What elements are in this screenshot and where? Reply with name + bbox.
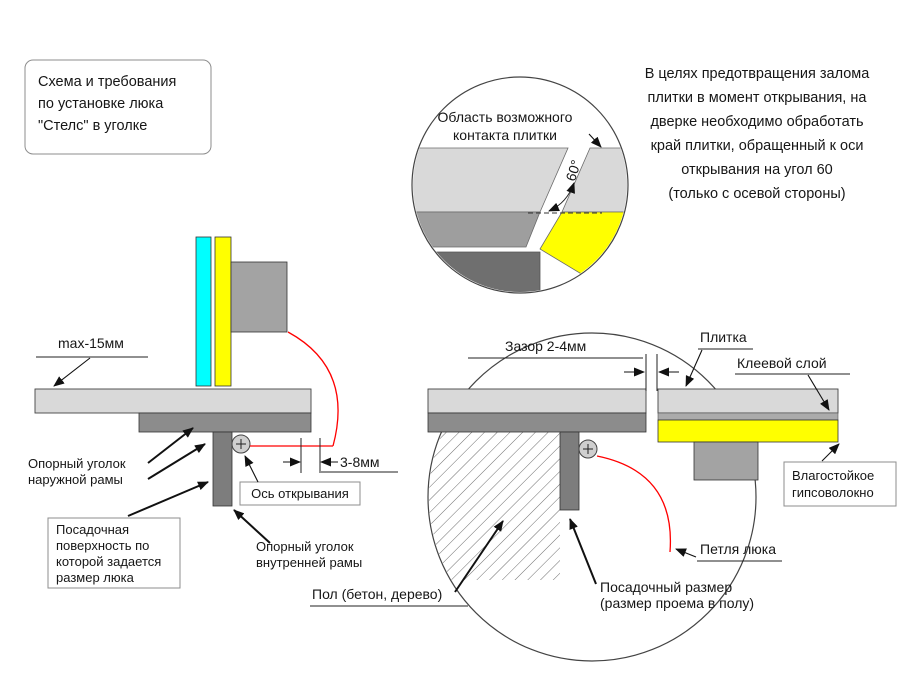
label-floor: Пол (бетон, дерево) — [312, 586, 442, 602]
label-seat-size: (размер проема в полу) — [600, 595, 754, 611]
swing-arc — [596, 455, 672, 553]
seat-surface-line: которой задается — [56, 554, 161, 569]
title-line: по установке люка — [38, 96, 164, 112]
title-box-frame — [24, 59, 212, 155]
angle-label: 60° — [562, 158, 584, 183]
gvl-line: Влагостойкое — [792, 468, 874, 483]
seat-surface-line: поверхность по — [56, 538, 149, 553]
label-max-gap: max-15мм — [58, 335, 124, 351]
label-gap: Зазор 2-4мм — [505, 338, 586, 354]
seat-surface-line: размер люка — [56, 570, 135, 585]
detail-glue-layer — [413, 211, 541, 248]
leader-arrow — [821, 443, 840, 462]
leader-arrow — [569, 518, 597, 585]
seat-surface-frame — [47, 517, 181, 589]
note-line: дверке необходимо обработать — [650, 114, 863, 130]
leader-arrow — [454, 520, 504, 593]
door-tile-layer — [657, 388, 839, 414]
leader-arrow — [685, 349, 703, 387]
axis-box-frame — [239, 481, 361, 506]
leader-arrow — [675, 548, 697, 558]
title-box: Схема и требования по установке люка "Ст… — [24, 59, 212, 155]
gvl-layer — [657, 419, 839, 443]
floor-tile-slab — [34, 388, 312, 414]
gvl-line: гипсоволокно — [792, 485, 874, 500]
detail-tile-left — [413, 147, 569, 213]
fixed-tile-slab — [427, 388, 647, 414]
leader-arrow — [244, 455, 259, 483]
label-inner-corner: Опорный уголок — [256, 539, 354, 554]
detail-frame-block — [413, 251, 541, 292]
door-frame-block — [230, 261, 288, 333]
title-line: "Стелс" в уголке — [38, 118, 147, 134]
label-tile: Плитка — [700, 329, 747, 345]
title-line: Схема и требования — [38, 74, 176, 90]
label-axis: Ось открывания — [251, 486, 349, 501]
note-line: В целях предотвращения залома — [645, 66, 871, 82]
leader-arrow — [147, 443, 206, 480]
leader-arrow — [127, 481, 209, 517]
door-gvl-strip — [214, 236, 232, 387]
detail-label: Область возможного — [438, 109, 573, 125]
leader-arrow — [53, 357, 91, 387]
outer-frame-band — [138, 412, 312, 433]
label-outer-corner: Опорный уголок — [28, 456, 126, 471]
angle-arc — [548, 182, 575, 212]
door-frame-block — [693, 441, 759, 481]
gvl-box-frame — [783, 461, 897, 507]
label-inner-corner: внутренней рамы — [256, 555, 362, 570]
leader-arrow — [588, 133, 602, 148]
fixed-frame-band — [427, 412, 647, 433]
label-glue: Клеевой слой — [737, 355, 827, 371]
right-diagram: Зазор 2-4мм Плитка Клеевой слой Влагосто… — [310, 329, 897, 662]
label-dim-3-8: 3-8мм — [340, 454, 379, 470]
note-line: край плитки, обращенный к оси — [651, 138, 864, 154]
note-line: открывания на угол 60 — [681, 162, 833, 178]
gvl-box: Влагостойкое гипсоволокно — [783, 461, 897, 507]
note-line: плитки в момент открывания, на — [648, 90, 868, 106]
seat-surface-box: Посадочная поверхность по которой задает… — [47, 517, 181, 589]
fixed-frame-post — [559, 431, 580, 511]
leader-arrow — [807, 374, 830, 411]
concrete-floor-hatch — [429, 432, 560, 580]
leader-arrow — [147, 427, 194, 464]
swing-arc — [287, 331, 339, 447]
seat-surface-line: Посадочная — [56, 522, 129, 537]
note-text: В целях предотвращения залома плитки в м… — [645, 66, 871, 202]
door-tile-strip — [195, 236, 212, 387]
inner-frame-post — [212, 431, 233, 507]
axis-box: Ось открывания — [239, 481, 361, 506]
label-outer-corner: наружной рамы — [28, 472, 123, 487]
glue-layer — [657, 412, 839, 421]
label-seat-size: Посадочный размер — [600, 579, 732, 595]
detail-view: 60° Область возможного контакта плитки — [411, 76, 629, 294]
detail-label: контакта плитки — [453, 127, 557, 143]
label-hinge: Петля люка — [700, 541, 776, 557]
note-line: (только с осевой стороны) — [668, 186, 845, 202]
leader-arrow — [233, 509, 271, 544]
left-diagram: 3-8мм max-15мм Опорный уголок наружной р… — [28, 236, 398, 589]
